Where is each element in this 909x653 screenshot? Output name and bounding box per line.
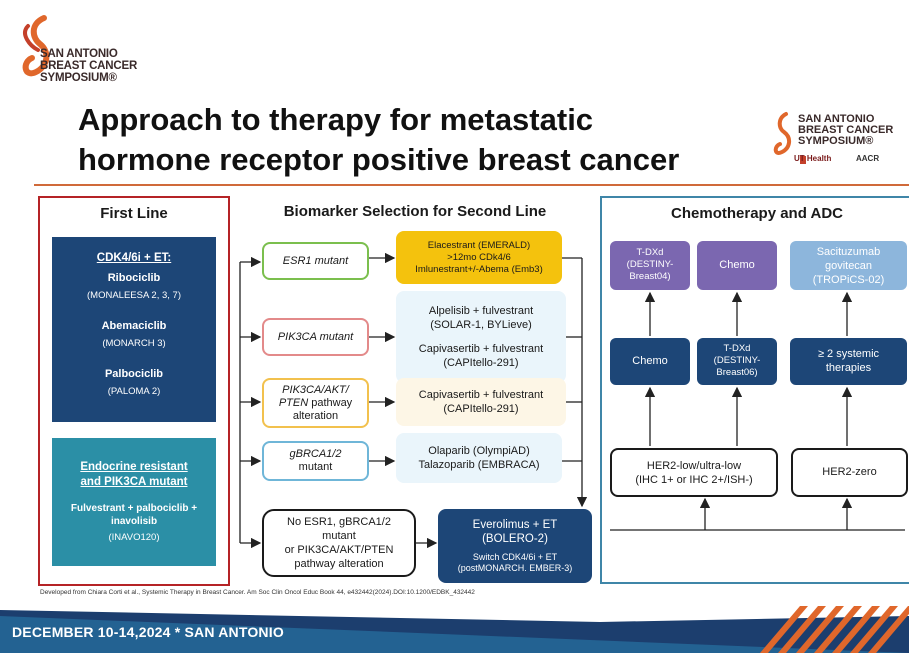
sabcs-logo-text: SAN ANTONIO BREAST CANCER SYMPOSIUM® bbox=[40, 48, 138, 84]
result-everolimus: Everolimus + ET (BOLERO-2) Switch CDK4/6… bbox=[438, 509, 592, 583]
slide-title: Approach to therapy for metastatic hormo… bbox=[78, 102, 680, 177]
result-capivasertib: Capivasertib + fulvestrant (CAPItello-29… bbox=[396, 378, 566, 426]
chemo-mid-box: Chemo bbox=[610, 338, 690, 385]
citation: Developed from Chiara Corti et al., Syst… bbox=[40, 589, 475, 596]
endocrine-resistant-regimen: Fulvestrant + palbociclib + inavolisib bbox=[70, 503, 198, 527]
biomarker-esr1: ESR1 mutant bbox=[262, 242, 369, 280]
biomarker-pik3ca: PIK3CA mutant bbox=[262, 318, 369, 356]
drug-trial: (PALOMA 2) bbox=[107, 386, 161, 397]
biomarker-pik3ca-akt-pten: PIK3CA/AKT/ PTEN pathway alteration bbox=[262, 378, 369, 428]
chemo-top-box: Chemo bbox=[697, 241, 777, 290]
title-divider bbox=[34, 184, 909, 186]
second-line-header: Biomarker Selection for Second Line bbox=[283, 203, 547, 220]
drug-name: Abemaciclib bbox=[101, 320, 167, 332]
first-line-header: First Line bbox=[100, 205, 168, 222]
aacr-logo: AACR bbox=[856, 154, 880, 163]
biomarker-none: No ESR1, gBRCA1/2 mutant or PIK3CA/AKT/P… bbox=[262, 509, 416, 577]
drug-trial: (MONARCH 3) bbox=[102, 338, 166, 349]
tdxd-db04-box: T-DXd (DESTINY- Breast04) bbox=[610, 241, 690, 290]
drug-trial: (MONALEESA 2, 3, 7) bbox=[87, 290, 181, 301]
sabcs-logo-small-icon bbox=[773, 112, 806, 164]
endocrine-resistant-title: Endocrine resistant and PIK3CA mutant bbox=[80, 461, 188, 488]
sabcs-logo-ribbon-icon bbox=[22, 15, 50, 77]
chemo-adc-panel bbox=[600, 196, 909, 584]
footer-band bbox=[0, 596, 909, 653]
right-logo-text: SAN ANTONIO BREAST CANCER SYMPOSIUM® bbox=[798, 113, 894, 147]
her2-low-box: HER2-low/ultra-low (IHC 1+ or IHC 2+/ISH… bbox=[610, 448, 778, 497]
sacituzumab-box: Sacituzumab govitecan (TROPiCS-02) bbox=[790, 241, 907, 290]
ut-health-logo: UT Health bbox=[794, 154, 832, 163]
tdxd-db06-box: T-DXd (DESTINY- Breast06) bbox=[697, 338, 777, 385]
first-line-panel bbox=[38, 196, 230, 586]
cdk46-title: CDK4/6i + ET: bbox=[96, 252, 172, 264]
biomarker-gbrca: gBRCA1/2 mutant bbox=[262, 441, 369, 481]
systemic-therapies-box: ≥ 2 systemic therapies bbox=[790, 338, 907, 385]
chemo-adc-header: Chemotherapy and ADC bbox=[671, 205, 843, 222]
result-elacestrant: Elacestrant (EMERALD) >12mo CDk4/6 Imlun… bbox=[396, 231, 562, 284]
her2-zero-box: HER2-zero bbox=[791, 448, 908, 497]
drug-name: Palbociclib bbox=[104, 368, 164, 380]
result-parp: Olaparib (OlympiAD) Talazoparib (EMBRACA… bbox=[396, 433, 562, 483]
cdk46-box: CDK4/6i + ET: Ribociclib (MONALEESA 2, 3… bbox=[52, 237, 216, 422]
footer-date-location: DECEMBER 10-14,2024 * SAN ANTONIO bbox=[12, 624, 284, 640]
result-pik3ca: Alpelisib + fulvestrant (SOLAR-1, BYLiev… bbox=[396, 291, 566, 383]
drug-trial: (INAVO120) bbox=[108, 532, 160, 543]
endocrine-resistant-box: Endocrine resistant and PIK3CA mutant Fu… bbox=[52, 438, 216, 566]
drug-name: Ribociclib bbox=[107, 272, 161, 284]
